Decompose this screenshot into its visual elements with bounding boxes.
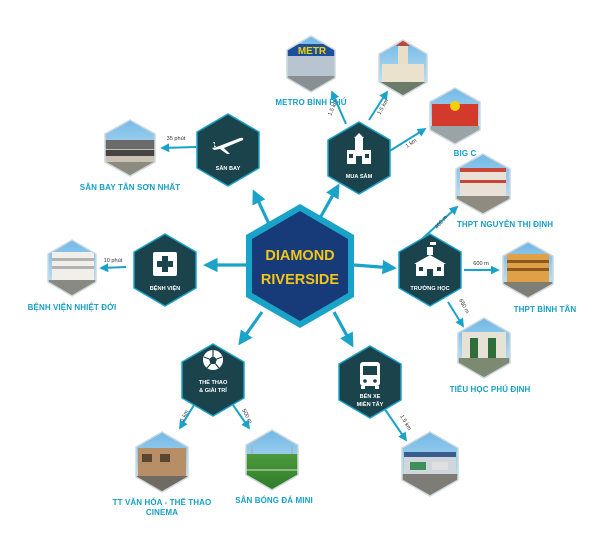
arrow-to-the-thao — [238, 311, 264, 346]
place-labels: SÂN BAY TÂN SƠN NHẤT METRO BÌNH PHÚ BIG … — [28, 98, 577, 517]
hub-mua-sam: MUA SẮM — [327, 121, 391, 195]
arrow-to-th-pd — [447, 301, 464, 328]
dist-cho: 1.5 km — [377, 98, 391, 116]
thumb-san-bay-tsn — [104, 119, 156, 177]
hub-the-thao-label2: & GIẢI TRÍ — [199, 386, 227, 394]
hub-truong-hoc: TRƯỜNG HỌC — [398, 233, 462, 307]
place-metro-name: METRO BÌNH PHÚ — [275, 98, 346, 107]
place-san-bay-tsn-name: SÂN BAY TÂN SƠN NHẤT — [80, 182, 180, 192]
place-benh-vien-nd-name: BỆNH VIỆN NHIỆT ĐỚI — [28, 303, 117, 312]
arrow-to-ben-xe — [332, 311, 354, 348]
hub-the-thao: THỂ THAO & GIẢI TRÍ — [181, 343, 245, 417]
thumb-th-pd — [457, 317, 511, 379]
hub-truong-hoc-label: TRƯỜNG HỌC — [410, 284, 449, 292]
center-title-line1: DIAMOND — [265, 248, 334, 264]
arrow-to-cho — [368, 90, 388, 121]
bus-icon — [360, 362, 380, 389]
hub-ben-xe: BẾN XE MIỀN TÂY — [338, 345, 402, 419]
hub-the-thao-label1: THỂ THAO — [199, 379, 228, 386]
hub-san-bay-label: SÂN BAY — [216, 165, 241, 172]
thumb-thpt-ntd — [455, 153, 511, 215]
thumb-san-bong — [245, 429, 299, 491]
arrow-to-san-bay — [252, 189, 272, 227]
arrow-to-thpt-ntd — [422, 205, 459, 239]
dist-th-pd: 650 m — [457, 298, 470, 315]
thumb-metro: METR — [286, 35, 336, 93]
school-building-icon — [414, 242, 446, 276]
dist-ben-xe-mt: 1.5 km — [398, 414, 412, 432]
place-tt-vh-name1: TT VĂN HÓA - THỂ THAO — [113, 498, 212, 507]
dist-bigc: 1 km — [405, 138, 419, 150]
thumb-tt-vh — [135, 431, 189, 493]
dist-benh-vien-nd: 10 phút — [104, 258, 123, 264]
soccer-ball-icon — [203, 350, 223, 370]
arrow-to-tt-vh — [179, 404, 195, 430]
place-th-pd-name: TIỂU HỌC PHÚ ĐỊNH — [450, 385, 531, 394]
market-building-icon — [347, 133, 371, 164]
hub-mua-sam-label: MUA SẮM — [346, 172, 373, 180]
thumb-benh-vien-nd — [47, 239, 97, 297]
dist-tt-vh: 1 km — [179, 409, 190, 423]
arrow-to-san-bay-tsn — [160, 143, 197, 153]
arrow-to-mua-sam — [318, 183, 340, 219]
thumb-thpt-bt — [502, 241, 554, 299]
arrow-to-truong-hoc — [353, 259, 397, 275]
dist-thpt-bt: 600 m — [473, 261, 489, 267]
arrow-to-bigc — [387, 128, 427, 153]
medical-cross-icon — [153, 252, 177, 276]
arrow-to-san-bong — [232, 404, 251, 430]
svg-text:METR: METR — [298, 46, 327, 57]
place-arrows — [99, 90, 500, 442]
thumb-bigc — [429, 87, 481, 145]
dist-san-bay-tsn: 35 phút — [167, 136, 186, 142]
thumb-ben-xe-mt — [401, 431, 459, 497]
place-thpt-ntd-name: THPT NGUYỄN THỊ ĐỊNH — [457, 220, 553, 229]
center-node: DIAMOND RIVERSIDE — [246, 204, 354, 328]
thumb-cho — [378, 39, 428, 97]
hub-ben-xe-label2: MIỀN TÂY — [357, 401, 384, 408]
arrow-to-metro — [330, 90, 347, 125]
place-bigc-name: BIG C — [454, 149, 477, 158]
place-san-bong-name: SÂN BÓNG ĐÁ MINI — [235, 496, 313, 505]
center-title-line2: RIVERSIDE — [261, 272, 339, 288]
place-thpt-bt-name: THPT BÌNH TÂN — [514, 305, 577, 314]
arrow-to-ben-xe-mt — [383, 407, 408, 442]
hub-benh-vien-label: BỆNH VIỆN — [150, 284, 180, 292]
airplane-icon — [212, 137, 244, 154]
place-tt-vh-name2: CINEMA — [146, 508, 178, 517]
hub-san-bay: SÂN BAY — [196, 113, 260, 187]
hub-benh-vien: BỆNH VIỆN — [133, 233, 197, 307]
arrow-to-benh-vien-nd — [99, 263, 127, 273]
hub-ben-xe-label1: BẾN XE — [360, 393, 381, 400]
center-arrows — [203, 183, 397, 348]
